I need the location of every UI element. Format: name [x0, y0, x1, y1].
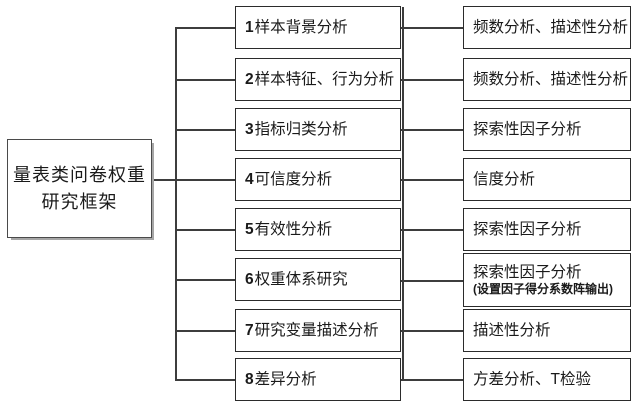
method-label-6: 探索性因子分析	[473, 263, 582, 281]
right-branch-line-3	[401, 129, 463, 131]
left-branch-line-4	[175, 179, 236, 181]
right-branch-line-6	[401, 280, 463, 282]
step-number-1: 1	[245, 18, 254, 36]
method-box-6: 探索性因子分析 (设置因子得分系数阵输出)	[463, 253, 631, 307]
method-label-4: 信度分析	[473, 170, 536, 188]
root-box: 量表类问卷权重 研究框架	[7, 139, 152, 238]
method-label-2: 频数分析、描述性分析	[473, 70, 629, 88]
method-box-8: 方差分析、T检验	[463, 358, 631, 401]
step-number-6: 6	[245, 270, 254, 288]
step-label-4: 可信度分析	[254, 170, 333, 188]
step-label-1: 样本背景分析	[254, 18, 348, 36]
left-branch-line-5	[175, 229, 236, 231]
root-title-line1: 量表类问卷权重	[13, 164, 146, 185]
method-label-7: 描述性分析	[473, 321, 551, 339]
method-box-2: 频数分析、描述性分析	[463, 58, 631, 101]
step-number-7: 7	[245, 321, 254, 339]
step-label-8: 差异分析	[254, 370, 317, 388]
method-box-1: 频数分析、描述性分析	[463, 6, 631, 49]
step-label-5: 有效性分析	[254, 220, 333, 238]
root-title-line2: 研究框架	[41, 191, 118, 212]
step-number-2: 2	[245, 70, 254, 88]
left-trunk-line	[175, 27, 177, 381]
step-label-3: 指标归类分析	[254, 120, 348, 138]
method-label-1: 频数分析、描述性分析	[473, 18, 629, 36]
left-branch-line-6	[175, 279, 236, 281]
right-branch-line-7	[401, 330, 463, 332]
method-box-3: 探索性因子分析	[463, 108, 631, 151]
method-box-5: 探索性因子分析	[463, 208, 631, 251]
right-branch-line-8	[401, 379, 463, 381]
step-label-2: 样本特征、行为分析	[254, 70, 395, 88]
step-number-3: 3	[245, 120, 254, 138]
method-box-7: 描述性分析	[463, 309, 631, 352]
left-branch-line-8	[175, 379, 236, 381]
right-branch-line-5	[401, 229, 463, 231]
right-trunk-line	[402, 7, 404, 381]
method-box-4: 信度分析	[463, 158, 631, 201]
step-label-6: 权重体系研究	[254, 270, 348, 288]
right-branch-line-1	[401, 27, 463, 29]
method-note-6: (设置因子得分系数阵输出)	[473, 281, 613, 296]
step-number-5: 5	[245, 220, 254, 238]
left-branch-line-3	[175, 129, 236, 131]
step-number-4: 4	[245, 170, 254, 188]
left-branch-line-1	[175, 27, 236, 29]
right-branch-line-2	[401, 79, 463, 81]
method-label-5: 探索性因子分析	[473, 220, 582, 238]
method-label-3: 探索性因子分析	[473, 120, 582, 138]
left-branch-line-2	[175, 79, 236, 81]
step-number-8: 8	[245, 370, 254, 388]
method-label-8: 方差分析、T检验	[473, 370, 591, 388]
step-label-7: 研究变量描述分析	[254, 321, 379, 339]
left-branch-line-7	[175, 330, 236, 332]
right-branch-line-4	[401, 179, 463, 181]
